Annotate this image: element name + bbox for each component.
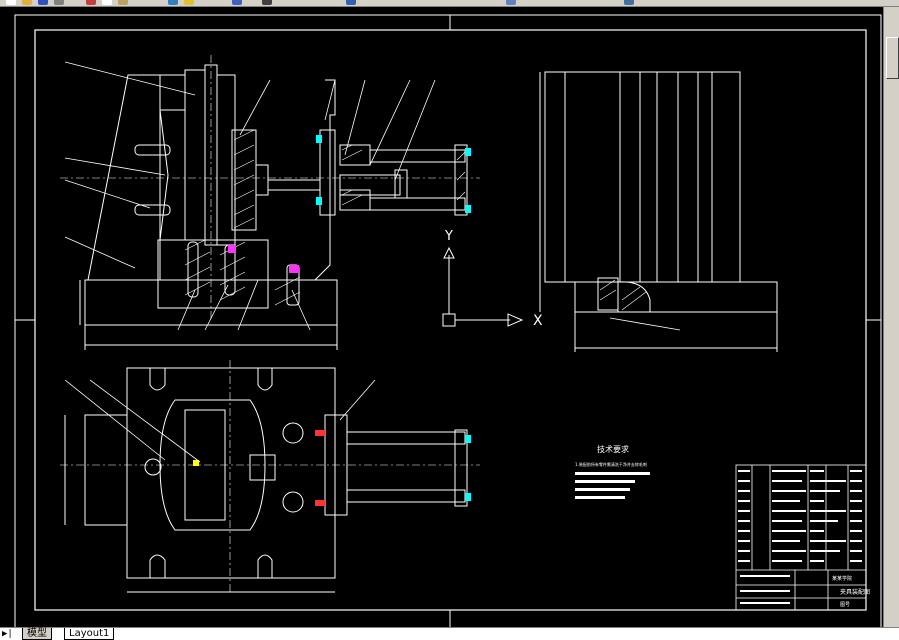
front-view <box>79 64 468 350</box>
title-block-school: 某某学院 <box>832 575 852 582</box>
side-hatching <box>599 279 647 311</box>
ucs-icon <box>442 246 524 327</box>
side-view <box>539 71 778 352</box>
layer-icon[interactable] <box>506 0 516 5</box>
notes-text-lines <box>575 472 650 499</box>
axis-y-label: Y <box>444 229 453 244</box>
open-icon[interactable] <box>22 0 32 5</box>
toolbar <box>0 0 899 7</box>
block-icon[interactable] <box>624 0 634 5</box>
side-leader <box>609 317 681 331</box>
title-block <box>735 464 867 611</box>
undo-icon[interactable] <box>168 0 178 5</box>
vertical-scrollbar[interactable] <box>883 7 899 627</box>
tab-model[interactable]: 模型 <box>22 628 52 640</box>
properties-icon[interactable] <box>346 0 356 5</box>
axis-x-label: X <box>533 313 543 329</box>
paper-frame <box>14 14 882 627</box>
border-center-marks <box>15 15 881 627</box>
layout-tab-bar: ▶| 模型 Layout1 <box>0 627 899 640</box>
tab-layout1[interactable]: Layout1 <box>64 628 115 640</box>
notes-line: 1.装配前所有零件需清洗干净并去除毛刺 <box>575 461 647 467</box>
front-hatching <box>184 129 466 306</box>
leaders-top <box>64 379 376 463</box>
colored-fasteners <box>228 135 471 273</box>
drawing-canvas[interactable]: Y X <box>0 7 883 627</box>
paste-icon[interactable] <box>118 0 128 5</box>
center-lines <box>60 55 480 595</box>
tab-nav-arrows[interactable]: ▶| <box>2 629 13 639</box>
cut-icon[interactable] <box>86 0 96 5</box>
redo-icon[interactable] <box>184 0 194 5</box>
new-icon[interactable] <box>6 0 16 5</box>
scrollbar-thumb[interactable] <box>886 37 899 79</box>
pan-icon[interactable] <box>232 0 242 5</box>
print-icon[interactable] <box>54 0 64 5</box>
top-fasteners <box>193 430 471 506</box>
save-icon[interactable] <box>38 0 48 5</box>
leaders-front <box>64 61 436 331</box>
top-view <box>64 367 468 593</box>
zoom-icon[interactable] <box>262 0 272 5</box>
copy-icon[interactable] <box>102 0 112 5</box>
title-block-title: 夹具装配图 <box>840 588 870 596</box>
notes-heading: 技术要求 <box>597 444 629 454</box>
title-block-code: 图号 <box>840 602 850 608</box>
title-block-rows <box>738 470 862 604</box>
